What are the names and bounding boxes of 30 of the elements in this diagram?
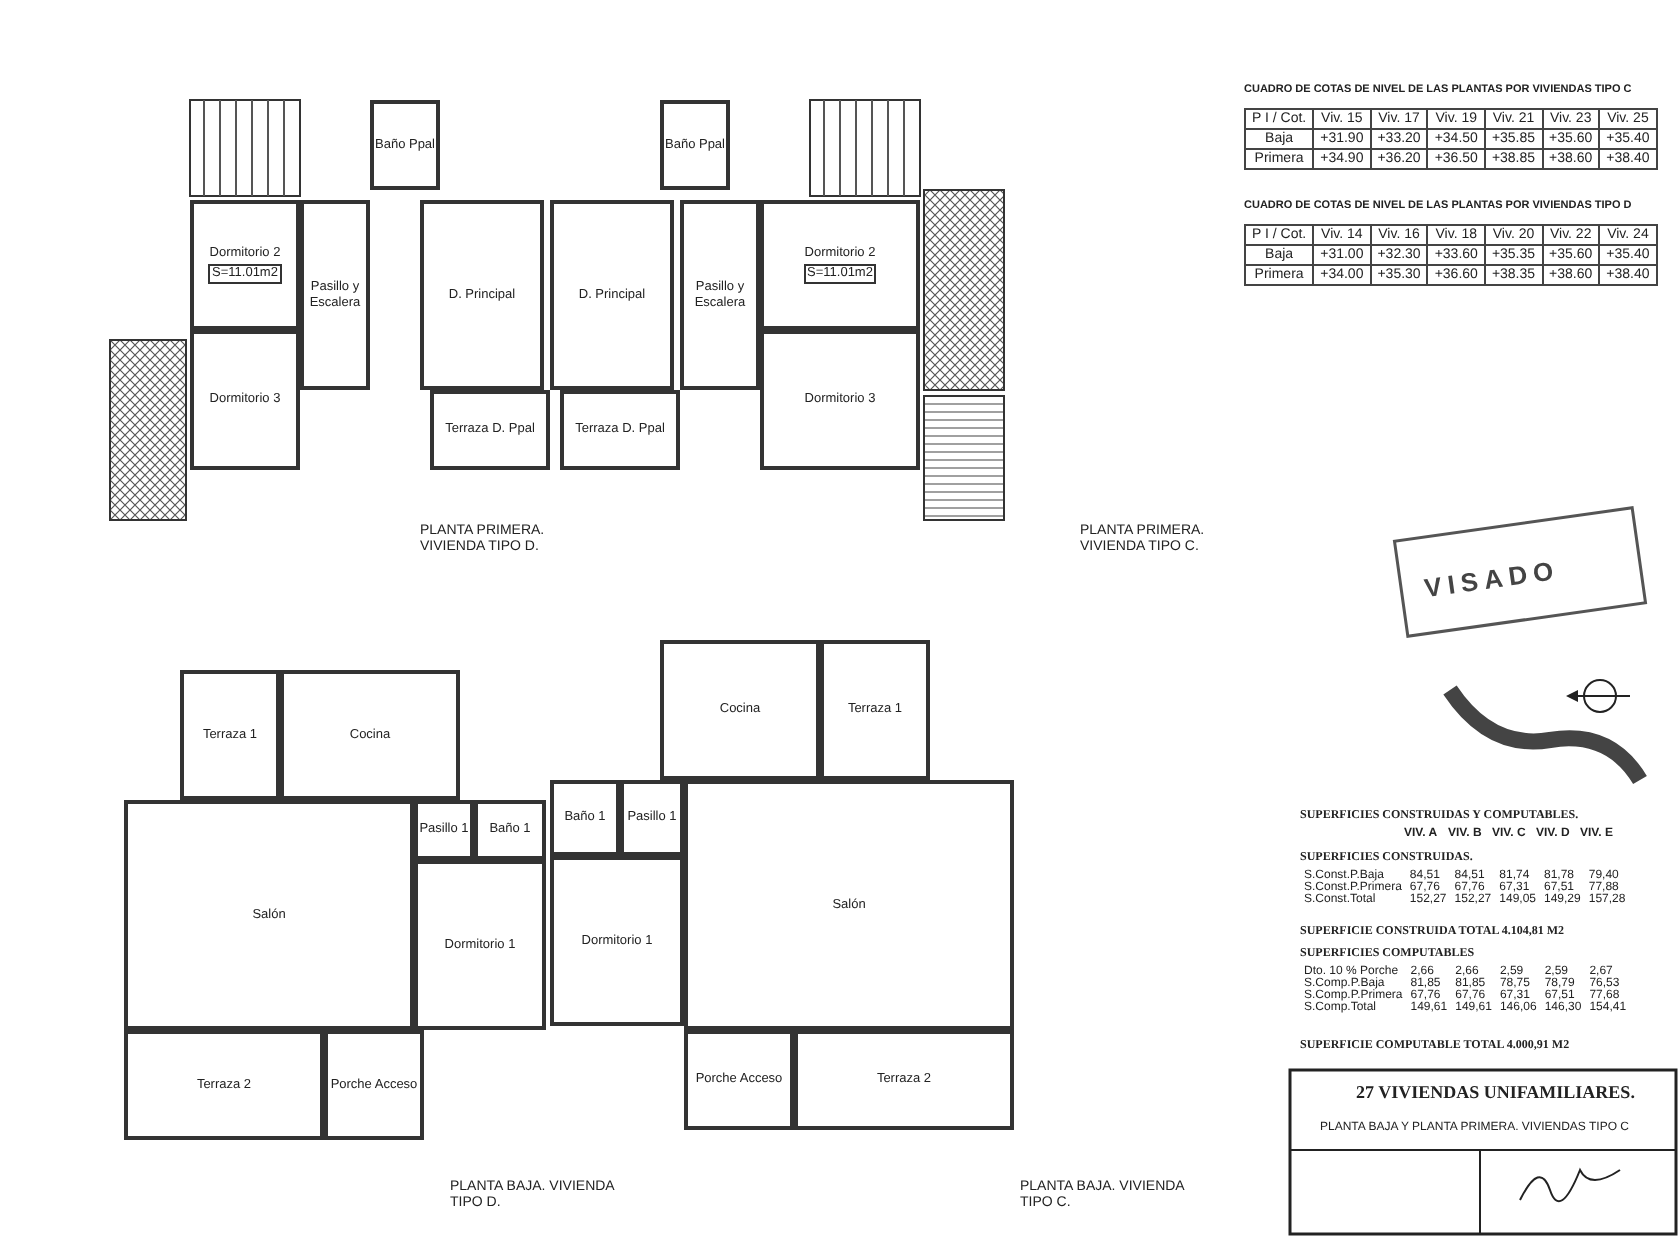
room xyxy=(620,780,684,856)
room xyxy=(190,330,300,470)
room xyxy=(660,100,730,190)
room xyxy=(420,200,544,390)
room xyxy=(684,1030,794,1130)
room xyxy=(414,860,546,1030)
room xyxy=(190,200,300,330)
room xyxy=(124,800,414,1030)
room xyxy=(560,390,680,470)
room xyxy=(414,800,474,860)
room xyxy=(430,390,550,470)
room xyxy=(124,1030,324,1140)
room xyxy=(550,200,674,390)
room xyxy=(300,200,370,390)
room xyxy=(280,670,460,800)
room xyxy=(820,640,930,780)
room xyxy=(324,1030,424,1140)
stamp-text: VISADO xyxy=(1422,554,1562,605)
room xyxy=(180,670,280,800)
room xyxy=(760,330,920,470)
room xyxy=(550,780,620,856)
room xyxy=(660,640,820,780)
room xyxy=(474,800,546,860)
room xyxy=(370,100,440,190)
room xyxy=(680,200,760,390)
project-title: 27 VIVIENDAS UNIFAMILIARES. xyxy=(1356,1082,1635,1104)
room xyxy=(760,200,920,330)
room xyxy=(794,1030,1014,1130)
room xyxy=(550,856,684,1026)
room xyxy=(684,780,1014,1030)
